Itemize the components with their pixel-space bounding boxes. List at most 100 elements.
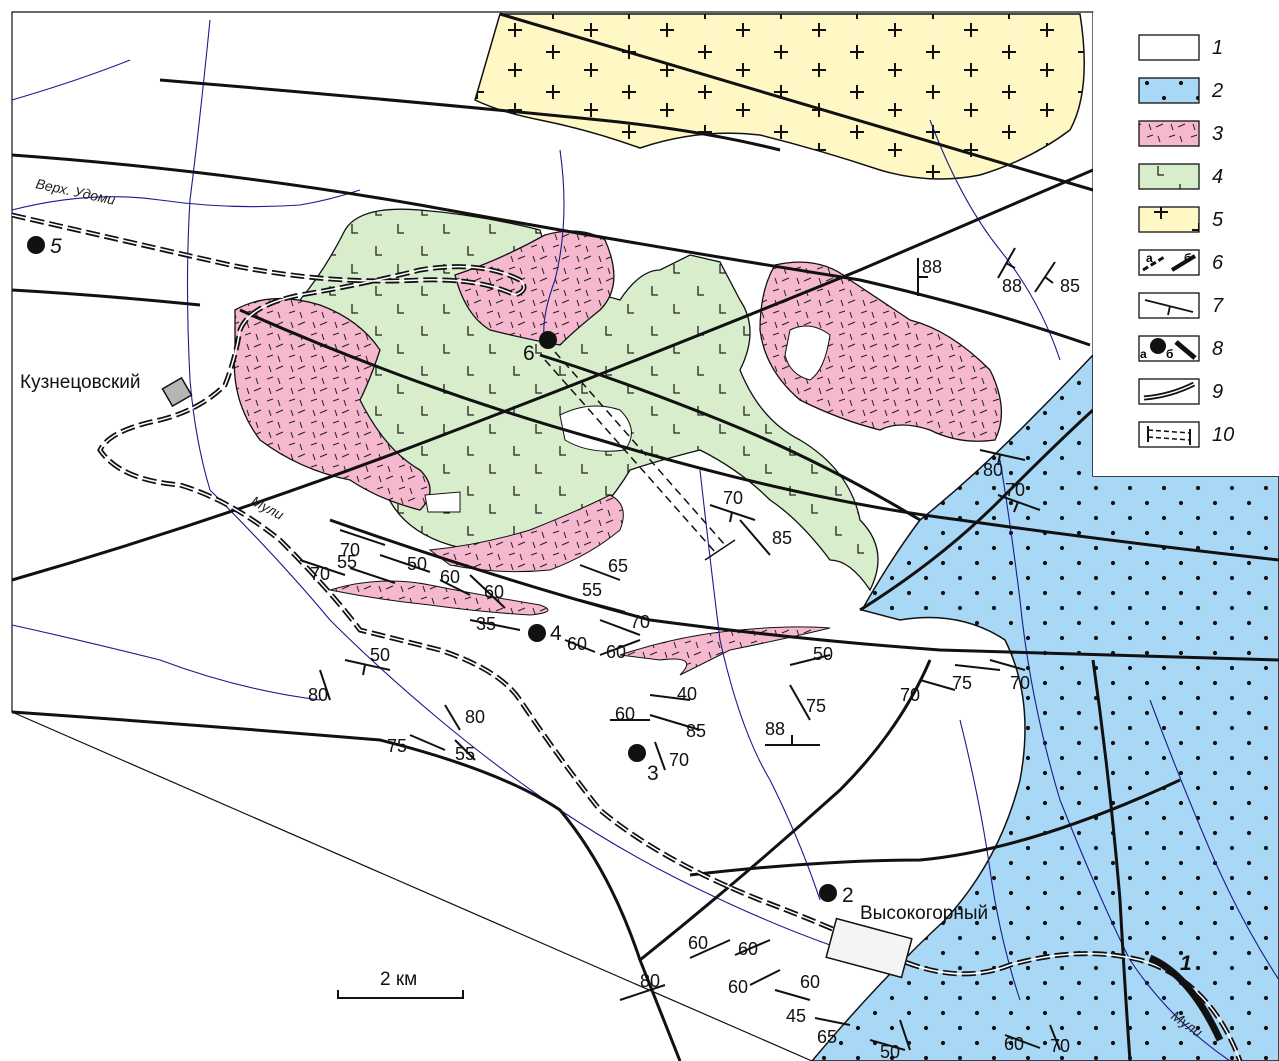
deposit-label: 3 xyxy=(647,762,659,785)
river-network xyxy=(11,19,1279,1061)
dip-value: 88 xyxy=(922,257,942,277)
dip-value: 85 xyxy=(686,721,706,741)
deposit-label: 4 xyxy=(550,622,562,645)
dip-value: 88 xyxy=(1002,276,1022,296)
dip-value: 55 xyxy=(582,580,602,600)
legend-swatch-2 xyxy=(1138,77,1200,104)
dip-value: 80 xyxy=(308,685,328,705)
scale-label: 2 км xyxy=(380,969,417,990)
dip-value: 60 xyxy=(688,933,708,953)
legend-swatch-3 xyxy=(1138,120,1200,147)
dip-value: 70 xyxy=(669,750,689,770)
rhyolite-dyke xyxy=(428,494,624,573)
dip-value: 50 xyxy=(813,644,833,664)
dip-value: 65 xyxy=(817,1027,837,1047)
scale-bar: 2 км xyxy=(337,969,464,999)
deposit-dot xyxy=(628,744,646,762)
strike-dip-symbols xyxy=(299,247,1061,1051)
dip-value: 60 xyxy=(1004,1034,1024,1054)
dip-value: 70 xyxy=(1005,480,1025,500)
deposit-label: 2 xyxy=(842,884,854,907)
dip-value: 60 xyxy=(484,582,504,602)
dip-value: 80 xyxy=(640,971,660,991)
legend-label-10: 10 xyxy=(1212,424,1234,446)
dip-value: 50 xyxy=(880,1042,900,1061)
dip-value: 60 xyxy=(738,939,758,959)
legend-swatch-1 xyxy=(1138,34,1200,61)
rhyolite-body-north xyxy=(454,230,615,346)
rhyolite-lens-south xyxy=(329,580,549,616)
deposit-dot xyxy=(27,236,45,254)
dip-value: 75 xyxy=(952,673,972,693)
legend-label-9: 9 xyxy=(1212,381,1223,403)
legend-label-8: 8 xyxy=(1212,338,1223,360)
dip-value: 70 xyxy=(310,564,330,584)
dip-value: 70 xyxy=(1010,673,1030,693)
dip-value: 55 xyxy=(337,552,357,572)
fault-network xyxy=(11,12,1279,1061)
legend-label-6: 6 xyxy=(1212,252,1224,274)
dip-value: 70 xyxy=(900,685,920,705)
window-1 xyxy=(559,405,632,452)
dip-value: 60 xyxy=(800,972,820,992)
window-2 xyxy=(784,325,831,381)
legend: а б а б 1 2 3 4 5 6 7 8 xyxy=(1093,12,1279,476)
kuznetsovsky-label: Кузнецовский xyxy=(20,372,141,393)
dip-value: 45 xyxy=(786,1006,806,1026)
adit-line xyxy=(544,351,736,561)
legend-swatch-9 xyxy=(1138,378,1200,405)
vysokogorny-label: Высокогорный xyxy=(860,903,988,924)
legend-8-a: а xyxy=(1140,347,1147,361)
dip-value: 60 xyxy=(440,567,460,587)
legend-label-1: 1 xyxy=(1212,37,1223,59)
deposit-markers: 5 6 4 3 2 xyxy=(27,235,854,907)
dip-value: 50 xyxy=(370,645,390,665)
dip-value: 80 xyxy=(983,460,1003,480)
legend-label-3: 3 xyxy=(1212,123,1223,145)
deposit-dot xyxy=(539,331,557,349)
dip-value: 70 xyxy=(1050,1036,1070,1056)
legend-label-7: 7 xyxy=(1212,295,1224,317)
legend-swatch-4 xyxy=(1138,163,1200,190)
dip-value: 75 xyxy=(387,736,407,756)
dip-value: 85 xyxy=(772,528,792,548)
dip-value: 35 xyxy=(476,614,496,634)
dip-value: 70 xyxy=(630,612,650,632)
legend-swatch-7 xyxy=(1138,292,1200,319)
window-3 xyxy=(424,491,461,513)
deposit-label: 5 xyxy=(50,235,62,258)
legend-6-a: а xyxy=(1146,251,1153,265)
dip-value: 70 xyxy=(340,540,360,560)
dip-value: 60 xyxy=(615,704,635,724)
dip-values: 88 88 85 80 70 70 85 55 70 70 50 60 60 6… xyxy=(308,257,1080,1061)
legend-label-4: 4 xyxy=(1212,166,1223,188)
railway-marker-label: 1 xyxy=(1180,952,1192,975)
dip-value: 80 xyxy=(465,707,485,727)
dip-value: 40 xyxy=(677,684,697,704)
dip-value: 85 xyxy=(1060,276,1080,296)
kuznetsovsky-marker xyxy=(161,376,193,408)
deposit-dot xyxy=(819,884,837,902)
railway-section-marker xyxy=(1148,954,1224,1042)
sedimentary-basin xyxy=(811,353,1279,1061)
legend-label-2: 2 xyxy=(1211,80,1223,102)
dip-value: 75 xyxy=(806,696,826,716)
legend-8-b: б xyxy=(1166,347,1173,361)
legend-swatch-8: а б xyxy=(1138,335,1200,362)
dip-value: 60 xyxy=(606,642,626,662)
legend-swatch-5 xyxy=(1138,206,1200,233)
rhyolite-lens-east xyxy=(619,626,831,676)
dip-value: 50 xyxy=(407,554,427,574)
legend-6-b: б xyxy=(1184,251,1191,265)
rhyolite-body-east xyxy=(759,261,1003,442)
dip-value: 88 xyxy=(765,719,785,739)
deposit-dot xyxy=(528,624,546,642)
vysokogorny-marker xyxy=(825,917,913,979)
dip-value: 60 xyxy=(728,977,748,997)
dip-value: 65 xyxy=(608,556,628,576)
legend-swatch-6: а б xyxy=(1138,249,1200,276)
dip-value: 55 xyxy=(455,744,475,764)
legend-label-5: 5 xyxy=(1212,209,1224,231)
deposit-label: 6 xyxy=(523,342,535,365)
